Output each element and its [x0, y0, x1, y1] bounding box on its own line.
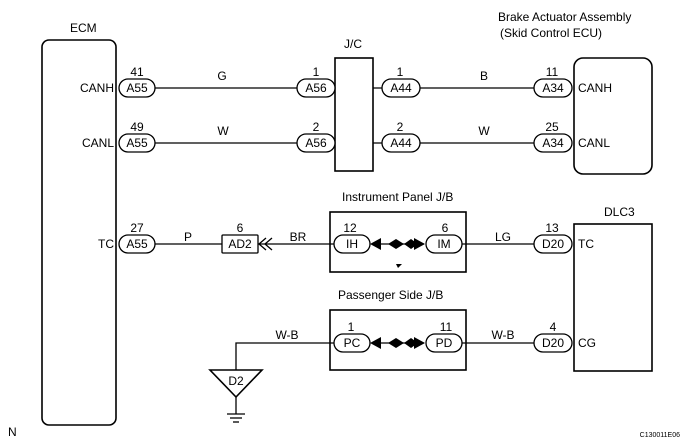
pin-brake-canh: 11	[546, 65, 559, 79]
wire-cg-left	[235, 342, 334, 370]
wire-color-tc-mid: BR	[290, 230, 307, 244]
diamond-icon-3	[388, 338, 404, 348]
diamond-icon	[388, 239, 404, 249]
connector-brake-canl-code: A34	[542, 136, 564, 150]
jc-box	[334, 57, 374, 172]
ecm-pin-canh: CANH	[80, 81, 114, 95]
ground-triangle	[208, 369, 264, 399]
jc-label: J/C	[344, 37, 362, 51]
brake-actuator-label-1: Brake Actuator Assembly	[498, 10, 631, 24]
arrowhead-right-icon-2	[414, 337, 425, 349]
connector-ecm-canh-code: A55	[126, 81, 148, 95]
brake-pin-canh: CANH	[578, 81, 612, 95]
ecm-pin-tc: TC	[98, 237, 114, 251]
ecm-label: ECM	[70, 21, 97, 35]
brake-actuator-box	[573, 57, 653, 175]
pin-jc-in-canl: 2	[313, 120, 320, 134]
connector-jc-out-canl	[381, 133, 421, 153]
pin-ecm-canh: 41	[130, 65, 144, 79]
pin-ih: 12	[343, 221, 357, 235]
connector-jc-out-canh	[381, 78, 421, 98]
wire-color-tc-right: LG	[495, 230, 511, 244]
connector-ecm-canl	[118, 133, 156, 153]
wire-color-tc-left: P	[184, 230, 192, 244]
footer-left: N	[8, 425, 17, 439]
arrowhead-left-icon	[370, 238, 381, 250]
small-triangle-icon	[396, 264, 402, 268]
pin-dlc-tc: 13	[545, 221, 559, 235]
arrowhead-right-icon	[414, 238, 425, 250]
brake-pin-canl: CANL	[578, 136, 610, 150]
connector-pc-code: PC	[344, 336, 361, 350]
dlc3-label: DLC3	[604, 205, 635, 219]
connector-jc-out-canl-code: A44	[390, 136, 412, 150]
connector-ad2	[221, 234, 259, 254]
dlc3-pin-tc: TC	[578, 237, 594, 251]
chevron-left-icon-2	[264, 237, 273, 251]
connector-dlc-tc-code: D20	[542, 237, 564, 251]
instrument-panel-jb-label: Instrument Panel J/B	[342, 190, 453, 204]
connector-ad2-code: AD2	[228, 237, 252, 251]
figure-code: C130011E06	[640, 432, 680, 439]
connector-ecm-tc-code: A55	[126, 237, 148, 251]
pin-ecm-tc: 27	[130, 221, 144, 235]
pin-jc-in-canh: 1	[313, 65, 320, 79]
connector-ecm-canl-code: A55	[126, 136, 148, 150]
connector-ecm-tc	[118, 234, 156, 254]
ecm-box	[41, 39, 117, 426]
pin-pc: 1	[348, 320, 355, 334]
connector-jc-in-canh-code: A56	[305, 81, 327, 95]
ground-label: D2	[228, 374, 244, 388]
wire-color-canh-right: B	[480, 69, 488, 83]
pin-brake-canl: 25	[545, 120, 559, 134]
pin-jc-out-canl: 2	[397, 120, 404, 134]
wire-color-canh-left: G	[217, 69, 226, 83]
pin-ad2: 6	[237, 221, 244, 235]
dlc3-pin-cg: CG	[578, 336, 596, 350]
connector-brake-canl	[533, 133, 573, 153]
connector-ecm-canh	[118, 78, 156, 98]
connector-ih-code: IH	[346, 237, 358, 251]
pin-pd: 11	[440, 320, 453, 334]
connector-im-code: IM	[437, 237, 450, 251]
pin-jc-out-canh: 1	[397, 65, 404, 79]
chevron-left-icon	[258, 237, 267, 251]
ecm-pin-canl: CANL	[82, 136, 114, 150]
passenger-side-jb-label: Passenger Side J/B	[338, 288, 443, 302]
diamond-icon-2	[404, 239, 418, 249]
connector-im	[425, 234, 463, 254]
connector-pd	[425, 333, 463, 353]
connector-jc-in-canl-code: A56	[305, 136, 327, 150]
connector-dlc-cg	[533, 333, 573, 353]
pin-im: 6	[442, 221, 449, 235]
pin-dlc-cg: 4	[550, 320, 557, 334]
wire-color-cg-right: W-B	[491, 328, 514, 342]
dlc3-box	[573, 223, 653, 372]
arrowhead-left-icon-2	[370, 337, 381, 349]
connector-jc-out-canh-code: A44	[390, 81, 412, 95]
connector-dlc-tc	[533, 234, 573, 254]
connector-brake-canh-code: A34	[542, 81, 564, 95]
wire-color-canl-left: W	[217, 124, 229, 138]
connector-pd-code: PD	[436, 336, 453, 350]
wire-color-cg-left: W-B	[275, 328, 298, 342]
wire-color-canl-right: W	[478, 124, 490, 138]
connector-jc-in-canl	[296, 133, 336, 153]
pin-ecm-canl: 49	[130, 120, 144, 134]
connector-brake-canh	[533, 78, 573, 98]
connector-jc-in-canh	[296, 78, 336, 98]
brake-actuator-label-2: (Skid Control ECU)	[500, 26, 602, 40]
diamond-icon-4	[404, 338, 418, 348]
connector-dlc-cg-code: D20	[542, 336, 564, 350]
